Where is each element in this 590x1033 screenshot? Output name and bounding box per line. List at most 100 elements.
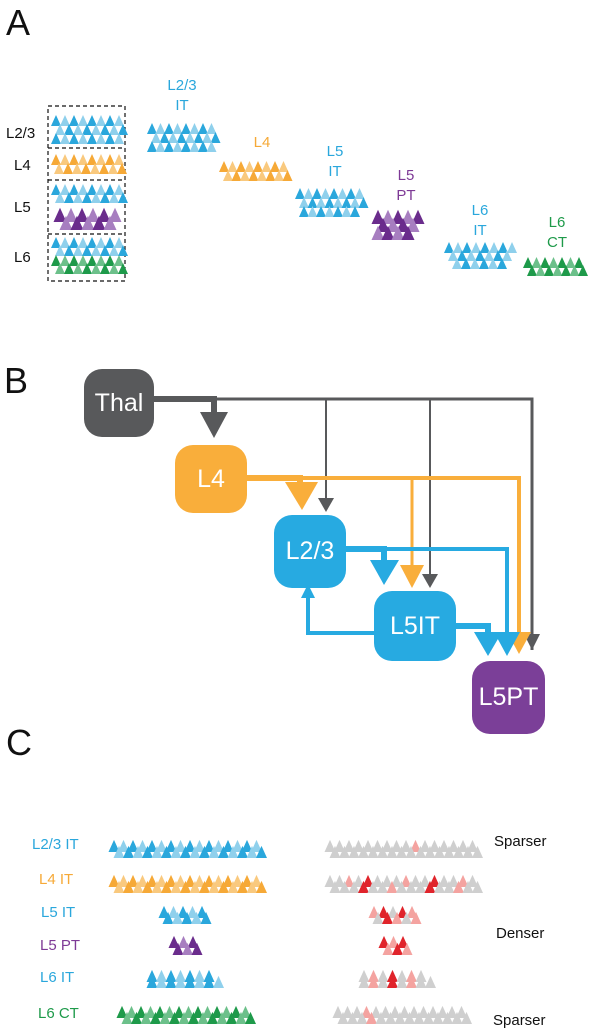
thal-projections bbox=[152, 396, 534, 650]
neuron-icon bbox=[368, 975, 379, 988]
neuron-icon bbox=[96, 184, 106, 195]
neuron-icon bbox=[244, 161, 255, 172]
neuron-icon bbox=[75, 207, 89, 222]
neuron-icon bbox=[109, 263, 119, 274]
neuron-icon bbox=[307, 197, 318, 208]
neuron-icon bbox=[391, 874, 402, 887]
neuron-icon bbox=[54, 163, 64, 174]
row-label-l5-pt: L5 PT bbox=[40, 937, 81, 954]
neuron-icon bbox=[401, 911, 412, 924]
neuron-icon bbox=[316, 197, 326, 208]
neuron-icon bbox=[236, 161, 246, 172]
neuron-icon bbox=[203, 874, 215, 887]
neuron-icon bbox=[245, 1011, 256, 1024]
neuron-icon bbox=[405, 880, 417, 893]
neuron-icon bbox=[453, 845, 464, 858]
neuron-icon bbox=[219, 161, 229, 172]
neuron-icon bbox=[105, 154, 115, 165]
neuron-icon bbox=[213, 839, 224, 852]
neuron-icon bbox=[51, 255, 61, 266]
neuron-icon bbox=[489, 242, 499, 253]
neuron-icon bbox=[461, 1011, 472, 1024]
neuron-icon bbox=[353, 839, 364, 852]
neuron-icon bbox=[382, 911, 393, 924]
neuron-icon bbox=[366, 1011, 377, 1024]
neuron-icon bbox=[347, 1011, 358, 1024]
neuron-icon bbox=[479, 258, 489, 269]
neuron-icon bbox=[531, 257, 542, 268]
neuron-icon bbox=[329, 188, 339, 199]
side-label-sparser-top: Sparser bbox=[494, 833, 547, 850]
neuron-icon bbox=[51, 154, 61, 165]
neuron-icon bbox=[358, 845, 369, 858]
neuron-icon bbox=[332, 1005, 344, 1018]
neuron-icon bbox=[73, 263, 83, 274]
neuron-icon bbox=[381, 874, 393, 887]
layer-label-l5: L5 bbox=[14, 199, 31, 216]
neuron-icon bbox=[132, 845, 144, 858]
neuron-icon bbox=[237, 880, 248, 893]
neuron-icon bbox=[401, 209, 415, 224]
neuron-icon bbox=[443, 880, 455, 893]
row-label-l4-it: L4 IT bbox=[39, 871, 74, 888]
neuron-icon bbox=[194, 839, 205, 852]
neuron-icon bbox=[377, 845, 388, 858]
neuron-icon bbox=[392, 942, 403, 955]
neuron-icon bbox=[155, 123, 166, 134]
neuron-icon bbox=[418, 1005, 429, 1018]
neuron-icon bbox=[389, 1005, 401, 1018]
neuron-icon bbox=[423, 1011, 434, 1024]
group-label-l5-it: L5 IT bbox=[305, 142, 365, 182]
neuron-icon bbox=[78, 133, 88, 144]
neuron-icon bbox=[64, 192, 74, 203]
neuron-icon bbox=[372, 874, 383, 887]
neuron-icon bbox=[216, 1011, 228, 1024]
neuron-icon bbox=[168, 935, 180, 948]
neuron-icon bbox=[100, 263, 110, 274]
neuron-icon bbox=[82, 124, 92, 135]
neuron-icon bbox=[437, 1005, 448, 1018]
neuron-icon bbox=[202, 132, 212, 143]
neuron-icon bbox=[191, 911, 202, 924]
neuron-icon bbox=[438, 874, 450, 887]
neuron-icon bbox=[123, 880, 134, 893]
neuron-icon bbox=[333, 197, 343, 208]
neuron-icon bbox=[488, 258, 498, 269]
arrowhead-l5it-l5pt bbox=[474, 632, 502, 656]
neuron-icon bbox=[411, 209, 425, 224]
neuron-icon bbox=[324, 839, 336, 852]
neuron-icon bbox=[385, 1011, 396, 1024]
group-label-line2: IT bbox=[175, 97, 189, 114]
node-thal: Thal bbox=[84, 369, 154, 437]
node-l23: L2/3 bbox=[274, 515, 346, 588]
row-label-l5-it: L5 IT bbox=[41, 904, 76, 921]
neuron-icon bbox=[100, 245, 110, 256]
neuron-icon bbox=[253, 161, 263, 172]
neuron-icon bbox=[561, 265, 571, 276]
neuron-icon bbox=[165, 839, 177, 852]
neuron-icon bbox=[109, 124, 119, 135]
neuron-icon bbox=[399, 1005, 410, 1018]
neuron-icon bbox=[87, 154, 97, 165]
neuron-icon bbox=[339, 845, 350, 858]
neuron-icon bbox=[270, 161, 280, 172]
neuron-icon bbox=[90, 163, 100, 174]
node-l5it-label: L5IT bbox=[389, 611, 441, 640]
neuron-icon bbox=[109, 245, 119, 256]
neuron-icon bbox=[184, 839, 196, 852]
neuron-icon bbox=[400, 839, 412, 852]
neuron-icon bbox=[96, 133, 106, 144]
neuron-icon bbox=[60, 133, 70, 144]
neuron-icon bbox=[170, 880, 182, 893]
neuron-icon bbox=[552, 265, 563, 276]
neuron-icon bbox=[105, 255, 115, 266]
group-label-line2: IT bbox=[328, 163, 342, 180]
neuron-icon bbox=[114, 237, 124, 248]
neuron-icon bbox=[165, 975, 177, 988]
neuron-icon bbox=[69, 237, 79, 248]
neuron-icon bbox=[78, 184, 88, 195]
neuron-icon bbox=[108, 207, 122, 222]
neuron-icon bbox=[371, 225, 385, 240]
neuron-icon bbox=[256, 845, 267, 858]
